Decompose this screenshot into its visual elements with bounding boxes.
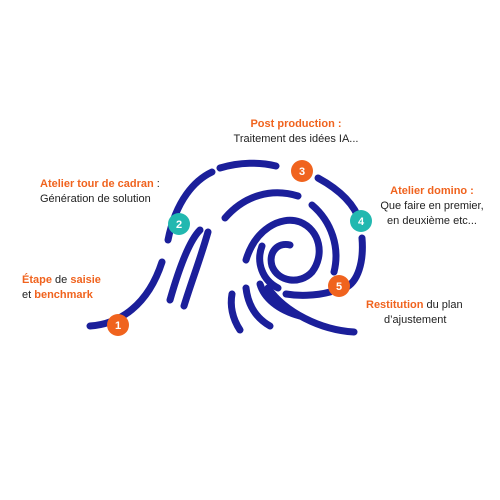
step-1-title-saisie: saisie	[70, 274, 101, 286]
step-2-title: Atelier tour de cadran	[40, 178, 154, 190]
step-2-label: Atelier tour de cadran : Génération de s…	[40, 177, 160, 207]
svg-text:3: 3	[299, 166, 305, 178]
step-4-subtitle-line-1: Que faire en premier,	[380, 200, 484, 212]
step-3-label: Post production : Traitement des idées I…	[216, 117, 376, 147]
svg-text:2: 2	[176, 219, 182, 231]
step-badge-3[interactable]: 3	[291, 160, 313, 182]
fingerprint-line	[221, 189, 302, 222]
step-5-label: Restitution du plan d’ajustement	[366, 298, 463, 328]
process-path-segment	[86, 258, 166, 330]
step-2-subtitle: Génération de solution	[40, 193, 151, 205]
step-1-line-2: et benchmark	[22, 288, 101, 303]
svg-text:4: 4	[358, 216, 365, 228]
fingerprint-line	[227, 290, 244, 334]
step-3-title: Post production :	[250, 118, 342, 130]
fingerprint-line	[242, 216, 323, 284]
svg-text:1: 1	[115, 320, 121, 332]
fingerprint-line	[256, 242, 282, 292]
step-3-subtitle: Traitement des idées IA...	[233, 133, 359, 145]
step-2-title-suffix: :	[153, 178, 160, 190]
step-badge-5[interactable]: 5	[328, 275, 350, 297]
process-path-segment	[216, 159, 280, 172]
svg-text:5: 5	[336, 281, 342, 293]
step-1-label: Étape de saisie et benchmark	[22, 273, 101, 303]
step-badge-1[interactable]: 1	[107, 314, 129, 336]
step-badge-4[interactable]: 4	[350, 210, 372, 232]
fingerprint-line	[180, 228, 212, 310]
step-5-title-suffix: du plan	[423, 299, 463, 311]
step-1-connector-de: de	[51, 274, 71, 286]
fingerprint-line	[242, 284, 274, 330]
step-1-line-1: Étape de saisie	[22, 273, 101, 288]
step-5-title: Restitution	[366, 299, 424, 311]
step-1-connector-et: et	[22, 289, 35, 301]
fingerprint-line	[166, 226, 204, 304]
step-4-subtitle-line-2: en deuxième etc...	[387, 215, 477, 227]
step-1-title-etape: Étape	[22, 274, 52, 286]
step-4-title: Atelier domino :	[390, 185, 474, 197]
fingerprint-line	[264, 284, 358, 336]
fingerprint-line	[308, 201, 340, 276]
process-path-segment	[282, 288, 334, 299]
step-4-label: Atelier domino : Que faire en premier, e…	[372, 184, 492, 229]
step-1-title-benchmark: benchmark	[34, 289, 93, 301]
step-badge-2[interactable]: 2	[168, 213, 190, 235]
step-5-subtitle: d’ajustement	[384, 314, 447, 326]
